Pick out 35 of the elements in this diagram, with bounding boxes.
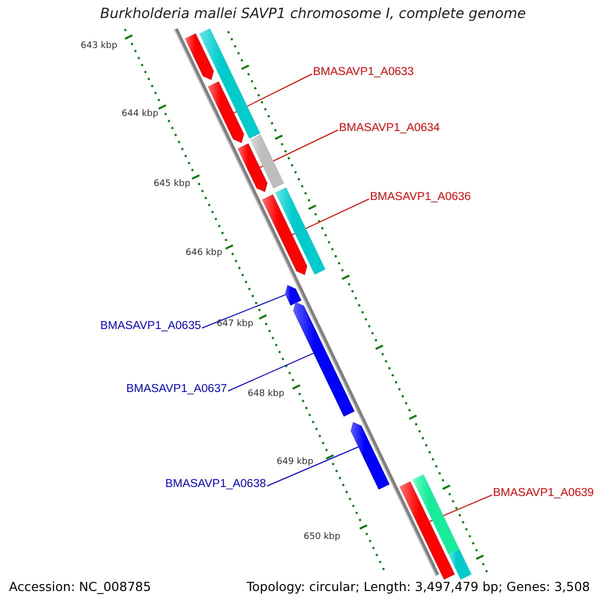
- gene-label: BMASAVP1_A0634: [339, 122, 440, 134]
- leader-line: [202, 294, 286, 328]
- gene-label: BMASAVP1_A0633: [313, 66, 414, 78]
- title: Burkholderia mallei SAVP1 chromosome I, complete genome: [99, 5, 527, 24]
- scale-label: 644 kbp: [120, 109, 160, 120]
- gene-label: BMASAVP1_A0635: [100, 320, 201, 332]
- scale-label: 650 kbp: [302, 532, 342, 543]
- gene-feature: [208, 81, 244, 143]
- gene-label: BMASAVP1_A0637: [126, 383, 227, 395]
- accession-text: Accession: NC_008785: [9, 579, 152, 594]
- leader-line: [228, 352, 314, 392]
- scale-label: 648 kbp: [246, 389, 286, 400]
- scale-label: 645 kbp: [152, 179, 192, 190]
- leader-line: [266, 446, 360, 486]
- gene-feature: [250, 134, 284, 189]
- gene-feature: [262, 194, 308, 275]
- scale-label: 646 kbp: [184, 248, 224, 259]
- leader-line: [258, 130, 338, 168]
- gene-feature: [293, 302, 355, 417]
- scale-label: 649 kbp: [276, 457, 314, 468]
- leader-line: [232, 74, 312, 114]
- scale-label: 643 kbp: [80, 41, 118, 52]
- scale-label: 647 kbp: [216, 319, 254, 330]
- gene-label: BMASAVP1_A0638: [165, 478, 266, 490]
- leader-line: [291, 198, 370, 236]
- gene-label: BMASAVP1_A0639: [493, 487, 594, 499]
- gene-feature: [238, 143, 268, 192]
- gene-feature: [275, 187, 326, 275]
- gene-feature: [412, 474, 460, 555]
- gene-feature: [448, 549, 472, 580]
- gene-label: BMASAVP1_A0636: [370, 191, 471, 203]
- gene-feature: [184, 33, 214, 80]
- gene-feature: [350, 422, 390, 490]
- genome-info-text: Topology: circular; Length: 3,497,479 bp; Genes: 3,508: [246, 579, 590, 594]
- gene-feature: [285, 285, 302, 306]
